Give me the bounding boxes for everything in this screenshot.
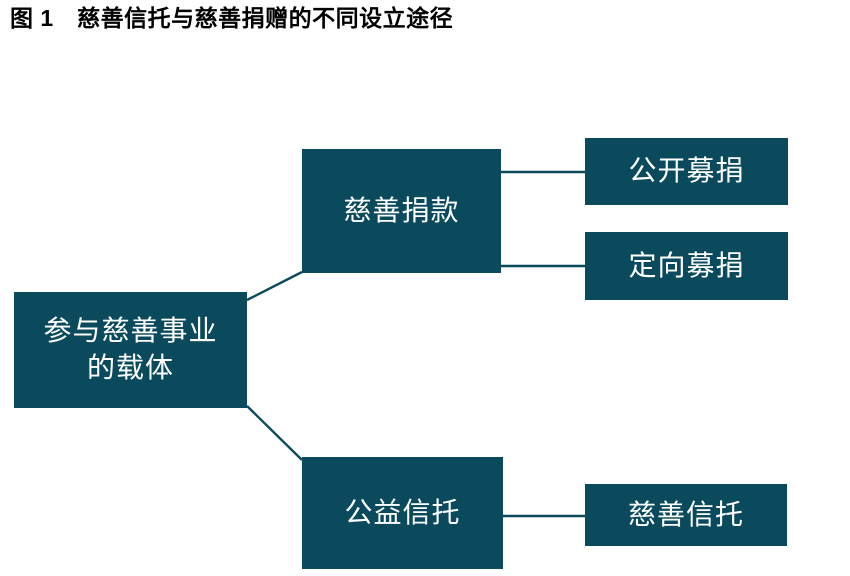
node-charitable-donation-label: 慈善捐款: [343, 194, 460, 226]
node-charitable-trust[interactable]: 慈善信托: [585, 484, 787, 546]
node-charitable-donation[interactable]: 慈善捐款: [302, 149, 501, 273]
node-public-welfare-trust[interactable]: 公益信托: [302, 457, 503, 569]
figure-title: 图 1 慈善信托与慈善捐赠的不同设立途径: [10, 5, 454, 31]
node-directed-fundraising-label: 定向募捐: [628, 249, 745, 281]
node-public-welfare-trust-label: 公益信托: [344, 496, 461, 528]
node-public-fundraising[interactable]: 公开募捐: [585, 138, 788, 205]
node-directed-fundraising[interactable]: 定向募捐: [585, 232, 788, 300]
node-public-fundraising-label: 公开募捐: [628, 155, 745, 187]
node-charitable-trust-label: 慈善信托: [627, 498, 744, 530]
edge-root-to-donation: [246, 270, 303, 302]
node-root[interactable]: 参与慈善事业 的载体: [14, 292, 247, 408]
node-root-label: 参与慈善事业 的载体: [43, 315, 218, 383]
edge-root-to-public-welfare-trust: [246, 405, 303, 461]
